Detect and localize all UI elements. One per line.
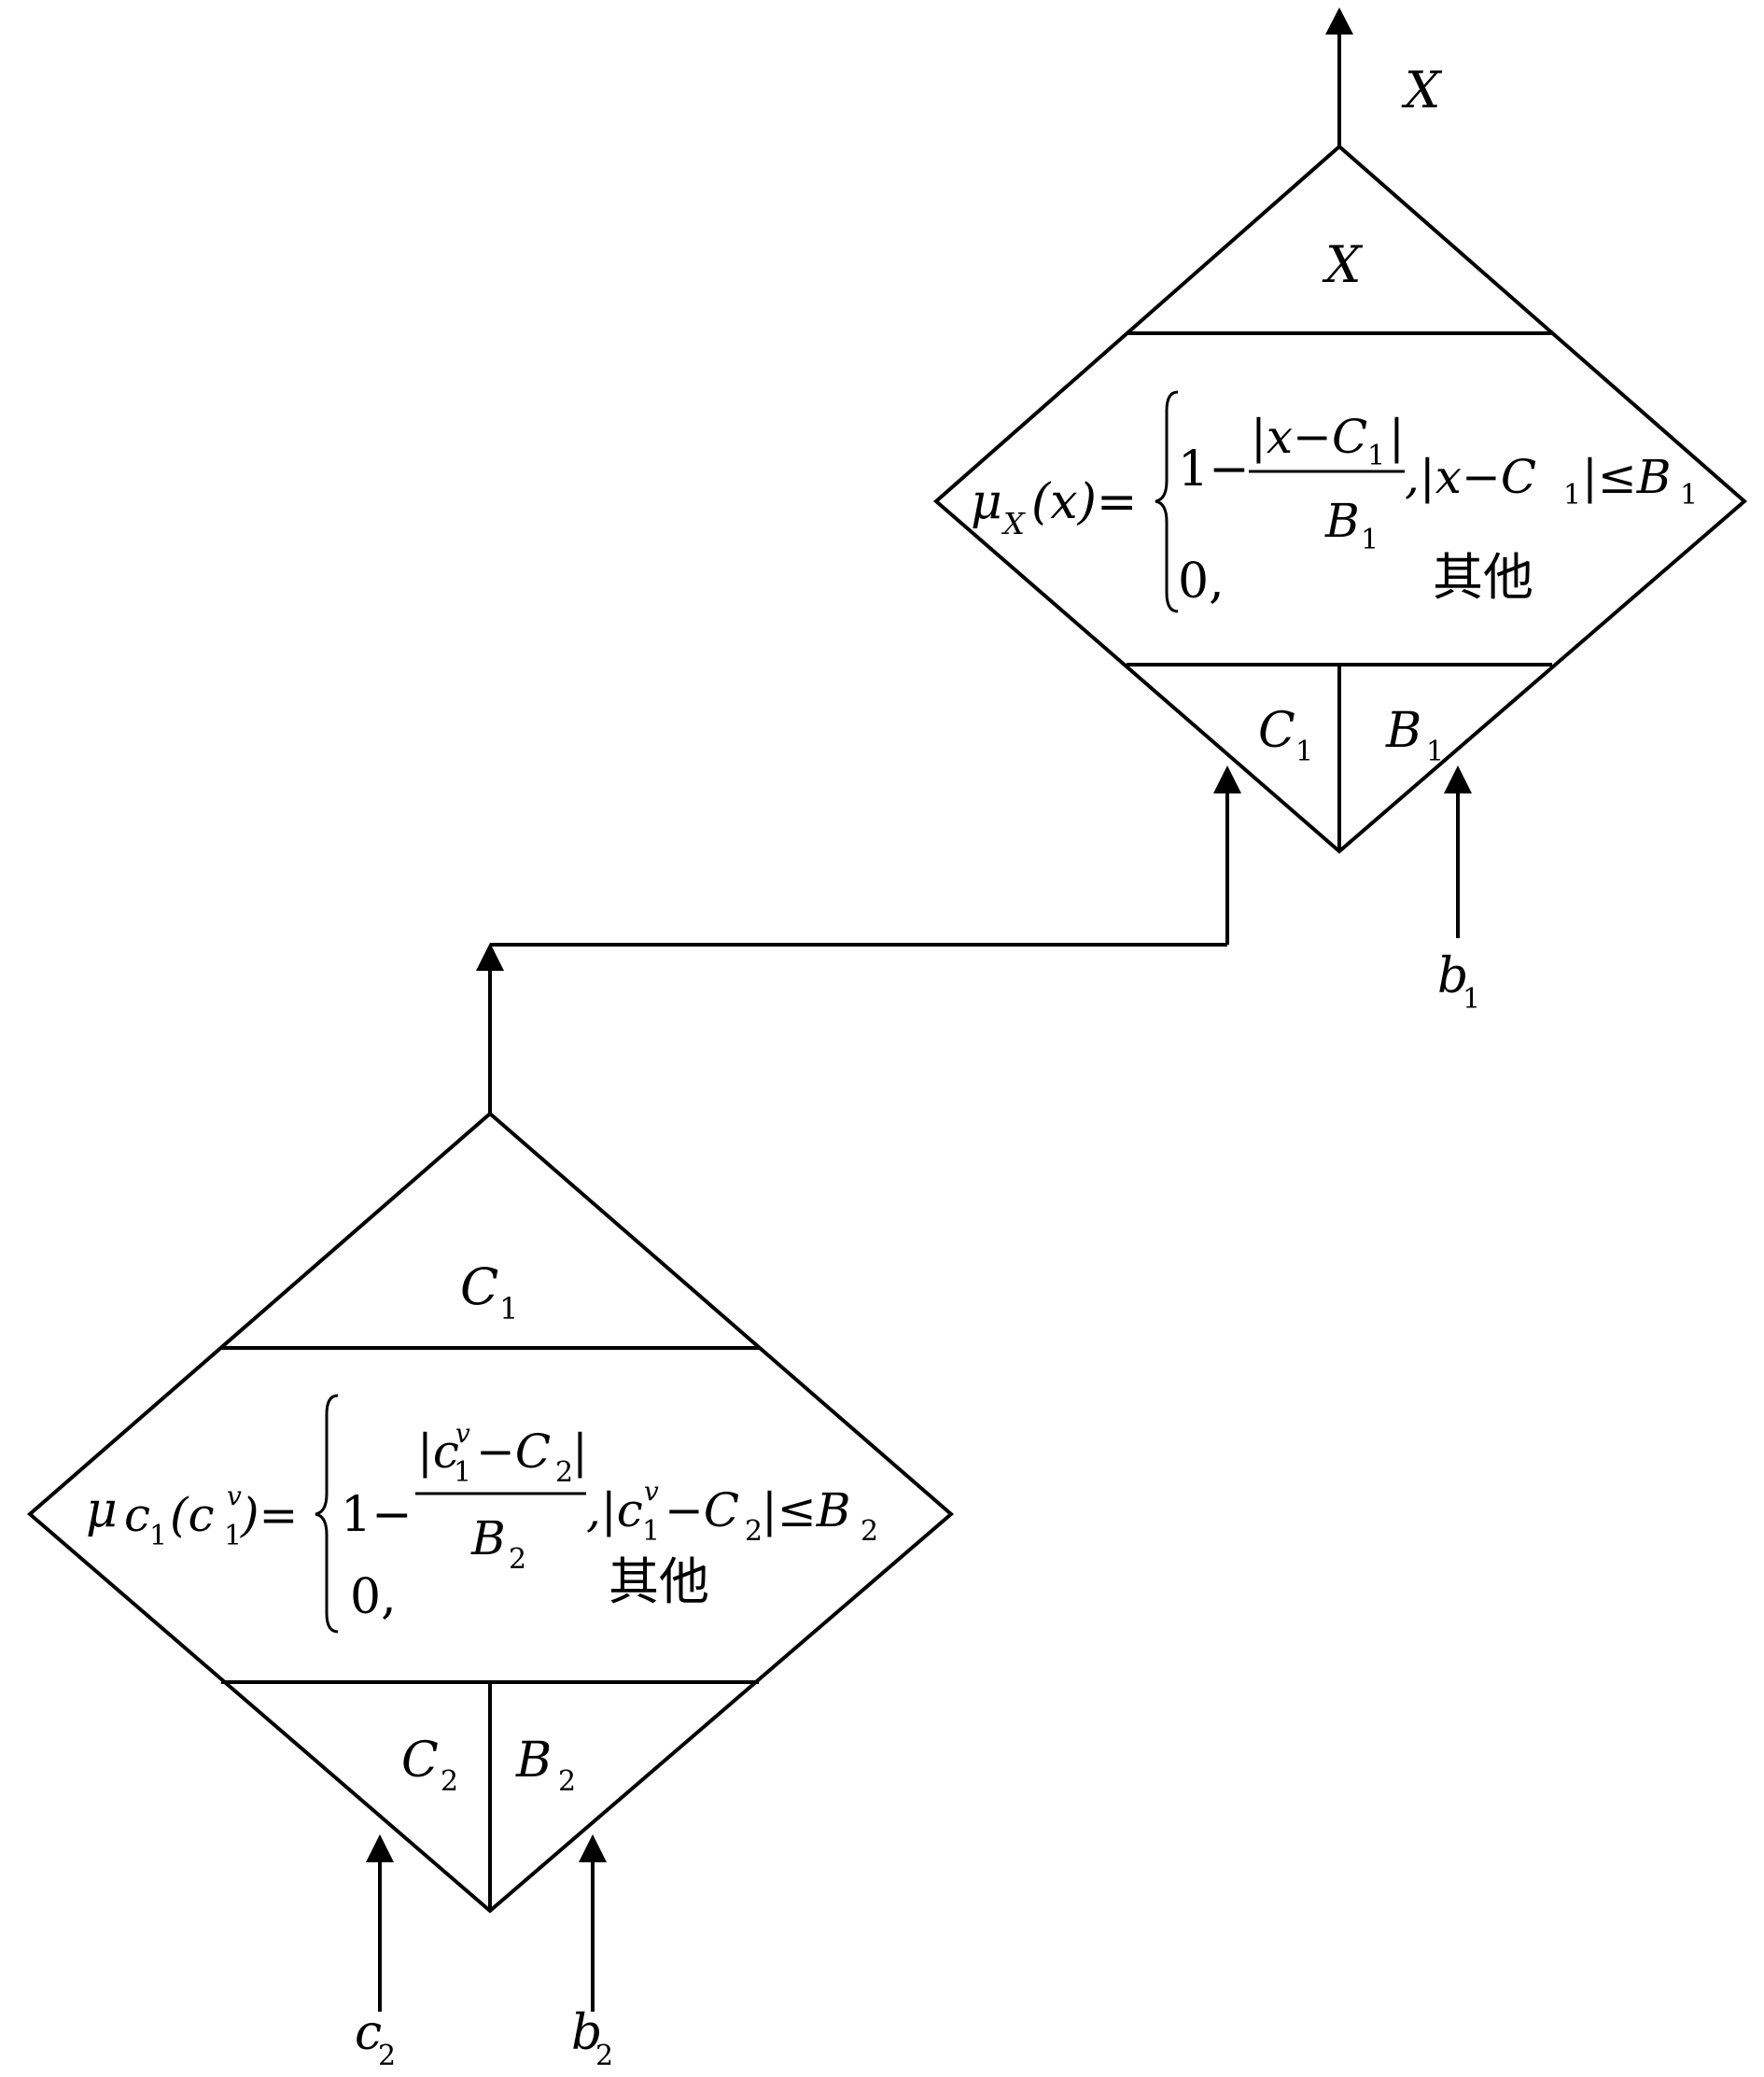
bottom-formula-c-sub: 1: [149, 1520, 167, 1552]
bottom-formula-cond-right: |≤B: [762, 1483, 850, 1537]
bottom-c-input-arrowhead: [366, 1834, 394, 1862]
bottom-formula-case2-val: 0,: [350, 1569, 397, 1625]
top-formula-den: B: [1324, 494, 1360, 548]
bottom-b-input-label: b: [571, 2005, 602, 2061]
top-b-input-label: b: [1437, 948, 1468, 1004]
bottom-b-input-arrowhead: [579, 1834, 607, 1862]
connector: [476, 765, 1241, 1114]
bottom-header-sub: 1: [499, 1291, 518, 1326]
bottom-c-input-sub: 2: [378, 2040, 396, 2072]
bottom-c-input-label: c: [355, 2005, 382, 2061]
bottom-formula-num-left: |c: [417, 1424, 459, 1479]
top-formula-den-sub: 1: [1361, 524, 1379, 556]
bottom-formula-cond-left: ,|c: [586, 1483, 643, 1537]
bottom-formula-cond-sup: v: [644, 1476, 659, 1507]
top-input-left-sub: 1: [1295, 736, 1313, 768]
bottom-formula-arg-open: (c: [170, 1488, 215, 1542]
top-formula-case2-val: 0,: [1178, 554, 1225, 610]
bottom-input-right-sub: 2: [558, 1765, 576, 1798]
bottom-formula-arg-close: )=: [240, 1488, 298, 1542]
top-formula: μ X (x)= 1− |x−C 1 | B 1 ,|x−C 1 |≤B 1 0…: [971, 390, 1698, 613]
bottom-formula-case1-one: 1−: [341, 1487, 413, 1543]
top-output-label: X: [1401, 61, 1443, 119]
top-b-input-arrowhead: [1444, 765, 1472, 793]
bottom-block: C 1 μ c 1 (c v 1 )= 1− |c v 1 −C 2 | B 2…: [26, 1111, 955, 2072]
bottom-formula-case2-cond: 其他: [609, 1552, 709, 1611]
top-formula-cond-left: ,|x−C: [1405, 450, 1536, 504]
top-formula-num-left: |x−C: [1251, 410, 1367, 464]
bottom-formula: μ c 1 (c v 1 )= 1− |c v 1 −C 2 | B 2 ,|c…: [86, 1394, 878, 1634]
top-formula-case2-cond: 其他: [1433, 548, 1533, 607]
bottom-header-label: C: [460, 1257, 498, 1316]
bottom-formula-cond-sub: 1: [642, 1515, 660, 1548]
bottom-formula-mu: μ: [86, 1482, 118, 1538]
bottom-input-left-sub: 2: [441, 1765, 458, 1798]
top-input-left-label: C: [1258, 703, 1295, 759]
bottom-formula-num-sub2: 2: [555, 1456, 573, 1489]
top-input-right-sub: 1: [1426, 736, 1444, 768]
bottom-formula-c: c: [124, 1488, 150, 1542]
bottom-input-right-label: B: [515, 1733, 552, 1789]
connector-arrowhead-lower: [476, 943, 504, 971]
top-output-arrowhead: [1325, 7, 1353, 35]
top-formula-cond-mid: |≤B: [1582, 450, 1671, 504]
top-formula-num-right: |: [1389, 410, 1405, 464]
top-header-label: X: [1322, 235, 1364, 294]
top-formula-cond-sub: 1: [1563, 479, 1581, 512]
top-formula-num-sub: 1: [1367, 440, 1385, 472]
bottom-formula-arg-sub: 1: [224, 1520, 242, 1552]
bottom-input-left-label: C: [401, 1733, 439, 1789]
top-block: X X μ X (x)= 1− |x−C 1 | B 1 ,|x−C 1 |≤B…: [932, 7, 1748, 1016]
top-formula-case1-one: 1−: [1178, 442, 1250, 498]
top-formula-cond-sub2: 1: [1680, 479, 1698, 512]
bottom-formula-num-right: |: [572, 1424, 588, 1479]
top-formula-arg: (x)=: [1031, 474, 1137, 530]
bottom-formula-cond-mid: −C: [665, 1483, 739, 1537]
bottom-formula-den: B: [470, 1511, 506, 1565]
bottom-b-input-sub: 2: [595, 2040, 613, 2072]
connector-arrowhead-upper: [1213, 765, 1241, 793]
bottom-formula-cond-sub3: 2: [861, 1515, 878, 1548]
top-formula-mu: μ: [971, 474, 1002, 530]
bottom-formula-num-sub: 1: [454, 1456, 471, 1489]
bottom-formula-num-sup: v: [455, 1418, 470, 1449]
top-formula-mu-sub: X: [1001, 506, 1026, 541]
bottom-formula-den-sub: 2: [509, 1543, 526, 1576]
top-input-right-label: B: [1385, 703, 1421, 759]
top-formula-brace: [1155, 390, 1179, 613]
bottom-formula-arg-sup: v: [227, 1481, 242, 1511]
bottom-formula-brace: [315, 1394, 339, 1634]
bottom-formula-num-mid: −C: [476, 1424, 551, 1479]
bottom-formula-cond-sub2: 2: [745, 1515, 763, 1548]
top-b-input-sub: 1: [1463, 983, 1480, 1016]
